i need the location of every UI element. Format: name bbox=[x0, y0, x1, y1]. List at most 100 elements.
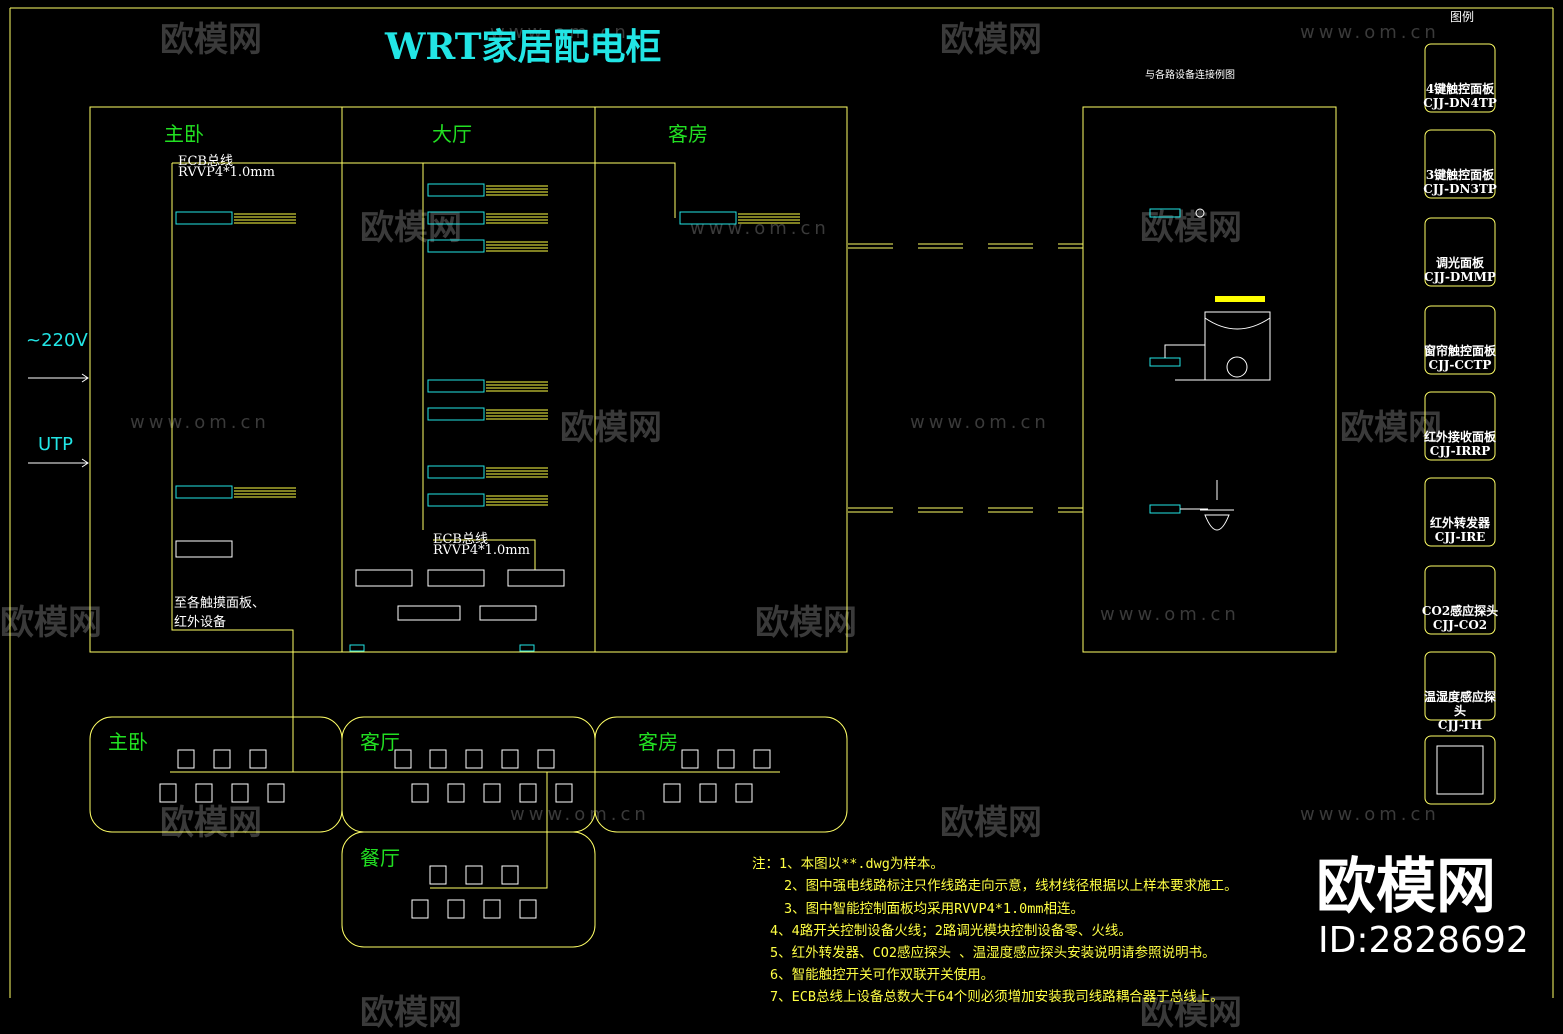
panel-icon bbox=[411, 783, 429, 803]
cabinet-frame bbox=[89, 106, 848, 653]
watermark-logo: 欧模网 bbox=[160, 803, 262, 843]
watermark-logo: 欧模网 bbox=[1140, 208, 1242, 248]
power-input-label: ~220V bbox=[26, 330, 88, 351]
panel-icon bbox=[519, 899, 537, 919]
panel-icon bbox=[213, 749, 231, 769]
panel-icon bbox=[519, 783, 537, 803]
panel-icon bbox=[663, 783, 681, 803]
note-line: 4、4路开关控制设备火线；2路调光模块控制设备零、火线。 bbox=[770, 923, 1132, 939]
watermark-url: www.om.cn bbox=[490, 22, 630, 43]
watermark-logo: 欧模网 bbox=[755, 603, 857, 643]
panel-icon bbox=[465, 865, 483, 885]
bus-label: ECB总线 bbox=[433, 532, 488, 547]
switch-module bbox=[355, 569, 413, 587]
zone-bus bbox=[430, 772, 548, 889]
utp-input-label: UTP bbox=[38, 434, 74, 455]
panel-icon bbox=[177, 749, 195, 769]
watermark-url: www.om.cn bbox=[1300, 804, 1440, 825]
external-title: 与各路设备连接例图 bbox=[1145, 70, 1235, 81]
bus-line bbox=[172, 162, 676, 218]
device-examples bbox=[1149, 208, 1271, 531]
bus-line bbox=[433, 539, 536, 570]
note-line: 2、图中强电线路标注只作线路走向示意，线材线径根据以上样本要求施工。 bbox=[784, 878, 1238, 894]
watermark-url: www.om.cn bbox=[130, 412, 270, 433]
watermark-url: www.om.cn bbox=[1300, 22, 1440, 43]
zone-label: 客厅 bbox=[360, 730, 400, 754]
panel-route-label: 红外设备 bbox=[174, 615, 227, 630]
watermark-logo: 欧模网 bbox=[940, 803, 1042, 843]
panel-icon bbox=[159, 783, 177, 803]
interface-module bbox=[427, 569, 485, 587]
cable-label: RVVP4*1.0mm bbox=[178, 165, 275, 180]
zone-label: 客房 bbox=[638, 730, 678, 754]
control-module bbox=[175, 485, 233, 499]
terminal-block bbox=[349, 644, 365, 652]
cable-label: RVVP4*1.0mm bbox=[433, 543, 530, 558]
panel-icon bbox=[483, 783, 501, 803]
control-module bbox=[427, 407, 485, 421]
terminal-block bbox=[519, 644, 535, 652]
control-module bbox=[427, 239, 485, 253]
panel-icon bbox=[753, 749, 771, 769]
control-module bbox=[427, 211, 485, 225]
watermark-logo: 欧模网 bbox=[940, 20, 1042, 60]
cabinet-room-label: 客房 bbox=[668, 122, 708, 146]
panel-icon bbox=[483, 899, 501, 919]
control-module bbox=[427, 493, 485, 507]
panel-icon bbox=[249, 749, 267, 769]
note-line: 7、ECB总线上设备总数大于64个则必须增加安装我司线路耦合器于总线上。 bbox=[770, 989, 1224, 1005]
zone-label: 主卧 bbox=[108, 730, 148, 754]
bus-module bbox=[507, 569, 565, 587]
brand-logo: 欧模网 bbox=[1316, 852, 1496, 922]
panel-icon bbox=[681, 749, 699, 769]
panel-icon bbox=[411, 899, 429, 919]
watermark-url: www.om.cn bbox=[510, 804, 650, 825]
external-frame bbox=[1082, 106, 1337, 653]
cabinet-room-label: 主卧 bbox=[164, 122, 204, 146]
page-title: WRT家居配电柜 bbox=[385, 26, 662, 68]
panel-icon bbox=[195, 783, 213, 803]
panel-icon bbox=[447, 899, 465, 919]
model-id: ID:2828692 bbox=[1318, 920, 1529, 961]
panel-icon bbox=[447, 783, 465, 803]
watermark-logo: 欧模网 bbox=[360, 208, 462, 248]
note-line: 5、红外转发器、CO2感应探头 、温湿度感应探头安装说明请参照说明书。 bbox=[770, 945, 1216, 961]
note-line: 注：1、本图以**.dwg为样本。 bbox=[752, 856, 944, 872]
bus-line bbox=[171, 163, 294, 772]
cabinet-room-label: 大厅 bbox=[432, 122, 472, 146]
power-module bbox=[175, 540, 233, 558]
note-line: 6、智能触控开关可作双联开关使用。 bbox=[770, 967, 995, 983]
panel-icon bbox=[537, 749, 555, 769]
panel-icon bbox=[735, 783, 753, 803]
zone-label: 餐厅 bbox=[360, 846, 400, 870]
panel-icon bbox=[231, 783, 249, 803]
watermark-url: www.om.cn bbox=[1100, 604, 1240, 625]
watermark-logo: 欧模网 bbox=[0, 603, 102, 643]
control-module bbox=[427, 183, 485, 197]
watermark-logo: 欧模网 bbox=[560, 408, 662, 448]
panel-icon bbox=[465, 749, 483, 769]
router-module bbox=[479, 605, 537, 621]
panel-icon bbox=[429, 865, 447, 885]
panel-icon bbox=[699, 783, 717, 803]
panel-icon bbox=[501, 749, 519, 769]
panel-route-label: 至各触摸面板、 bbox=[174, 596, 266, 611]
panel-icon bbox=[717, 749, 735, 769]
bus-label: ECB总线 bbox=[178, 154, 233, 169]
gateway-module bbox=[397, 605, 461, 621]
control-module bbox=[679, 211, 737, 225]
wiring-diagram bbox=[9, 7, 1554, 998]
legend-title: 图例 bbox=[1450, 10, 1475, 24]
watermark-url: www.om.cn bbox=[910, 412, 1050, 433]
control-module bbox=[427, 379, 485, 393]
control-module bbox=[175, 211, 233, 225]
panel-icon bbox=[501, 865, 519, 885]
